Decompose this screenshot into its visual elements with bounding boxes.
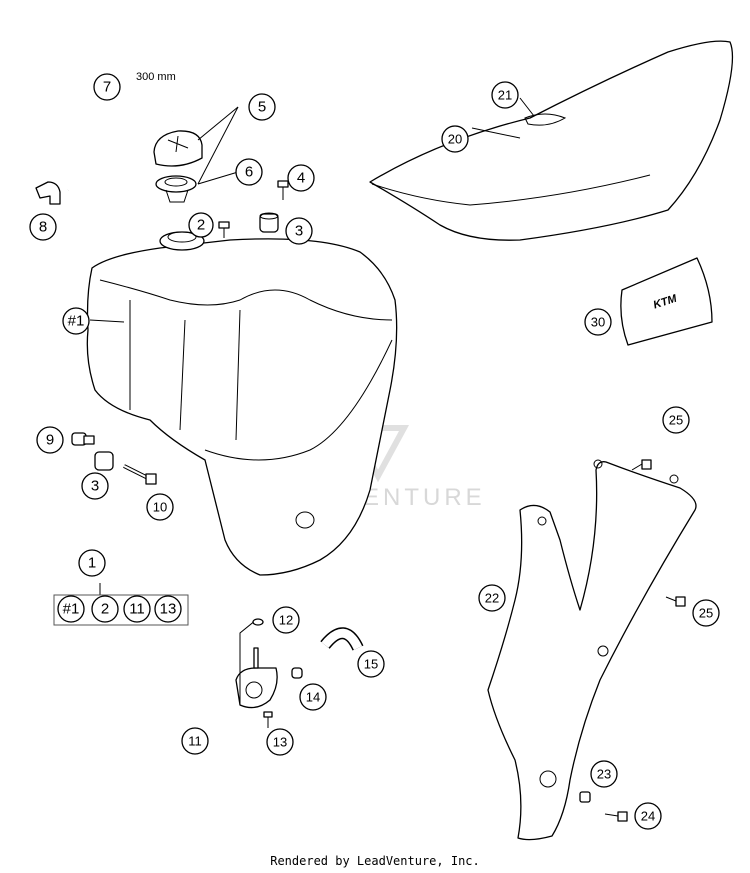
svg-text:15: 15: [364, 657, 378, 672]
svg-text:4: 4: [297, 170, 305, 187]
callout-3-top[interactable]: 3: [285, 217, 313, 245]
svg-text:#1: #1: [63, 601, 80, 618]
bushing-3-top[interactable]: [259, 212, 279, 233]
callout-1-kit-11[interactable]: 11: [123, 595, 151, 623]
screw-13[interactable]: [263, 711, 273, 728]
callout-9[interactable]: 9: [36, 426, 64, 454]
svg-text:5: 5: [258, 99, 266, 116]
svg-text:#1: #1: [68, 313, 85, 330]
svg-text:6: 6: [245, 164, 253, 181]
svg-text:1: 1: [88, 555, 96, 572]
side-cover[interactable]: [487, 459, 697, 841]
callout-tank[interactable]: #1: [62, 307, 90, 335]
bushing-3-mid[interactable]: [94, 451, 114, 471]
screw-2[interactable]: [218, 221, 230, 238]
leader-lines: [89, 97, 535, 595]
svg-text:11: 11: [129, 601, 145, 618]
callout-25-side[interactable]: 25: [692, 599, 720, 627]
svg-text:25: 25: [699, 606, 713, 621]
ktm-decal[interactable]: KTM: [620, 257, 713, 346]
screw-4[interactable]: [277, 180, 289, 200]
o-ring-12[interactable]: [252, 618, 264, 626]
seat[interactable]: [369, 40, 734, 241]
callout-1-kit-tank[interactable]: #1: [57, 595, 85, 623]
callout-10[interactable]: 10: [146, 493, 174, 521]
hose-length-annotation: 300 mm: [136, 71, 176, 83]
footer-credit: Rendered by LeadVenture, Inc.: [270, 854, 480, 868]
callout-1[interactable]: 1: [78, 549, 106, 577]
kit-contents-box: [53, 594, 189, 626]
svg-text:11: 11: [188, 734, 202, 749]
fuel-tap[interactable]: [235, 619, 278, 709]
fuel-cap[interactable]: [153, 130, 203, 167]
svg-text:21: 21: [498, 88, 512, 103]
callout-7[interactable]: 7: [93, 73, 121, 101]
svg-text:14: 14: [306, 690, 320, 705]
svg-text:25: 25: [669, 413, 683, 428]
svg-text:9: 9: [46, 432, 54, 449]
callout-30[interactable]: 30: [584, 308, 612, 336]
svg-text:8: 8: [39, 219, 47, 236]
screw-25-side[interactable]: [665, 596, 686, 607]
callout-14[interactable]: 14: [299, 683, 327, 711]
fuel-tank[interactable]: [86, 231, 398, 576]
svg-text:13: 13: [160, 601, 177, 618]
callout-6[interactable]: 6: [235, 158, 263, 186]
screw-25-top[interactable]: [631, 459, 652, 471]
svg-text:12: 12: [279, 613, 293, 628]
screw-24[interactable]: [604, 811, 628, 822]
collar-9[interactable]: [71, 432, 95, 446]
callout-12[interactable]: 12: [272, 606, 300, 634]
callout-23[interactable]: 23: [590, 760, 618, 788]
callout-21[interactable]: 21: [491, 81, 519, 109]
svg-text:30: 30: [591, 315, 605, 330]
callout-25-top[interactable]: 25: [662, 406, 690, 434]
svg-text:23: 23: [597, 767, 611, 782]
elbow-fitting[interactable]: [35, 181, 61, 205]
breather-hose[interactable]: [67, 88, 173, 191]
svg-text:3: 3: [295, 223, 303, 240]
nut-23[interactable]: [579, 791, 591, 803]
svg-text:3: 3: [91, 478, 99, 495]
clip-14[interactable]: [291, 667, 303, 679]
callout-24[interactable]: 24: [634, 802, 662, 830]
callout-15[interactable]: 15: [357, 650, 385, 678]
hose-15[interactable]: [320, 627, 364, 651]
callout-5[interactable]: 5: [248, 93, 276, 121]
bolt-10[interactable]: [123, 464, 157, 485]
cap-gasket[interactable]: [155, 175, 197, 203]
svg-text:24: 24: [641, 809, 655, 824]
svg-text:7: 7: [103, 79, 111, 96]
callout-1-kit-13[interactable]: 13: [154, 595, 182, 623]
svg-text:20: 20: [448, 132, 462, 147]
callout-13[interactable]: 13: [266, 728, 294, 756]
callout-22[interactable]: 22: [478, 584, 506, 612]
callout-11[interactable]: 11: [181, 727, 209, 755]
callout-1-kit-2[interactable]: 2: [91, 595, 119, 623]
callout-8[interactable]: 8: [29, 213, 57, 241]
svg-text:10: 10: [153, 500, 167, 515]
svg-text:22: 22: [485, 591, 499, 606]
svg-text:13: 13: [273, 735, 287, 750]
callout-4[interactable]: 4: [287, 164, 315, 192]
svg-text:2: 2: [197, 217, 205, 234]
svg-text:2: 2: [101, 601, 109, 618]
callout-20[interactable]: 20: [441, 125, 469, 153]
callout-2[interactable]: 2: [188, 212, 214, 238]
callout-3-mid[interactable]: 3: [81, 472, 109, 500]
